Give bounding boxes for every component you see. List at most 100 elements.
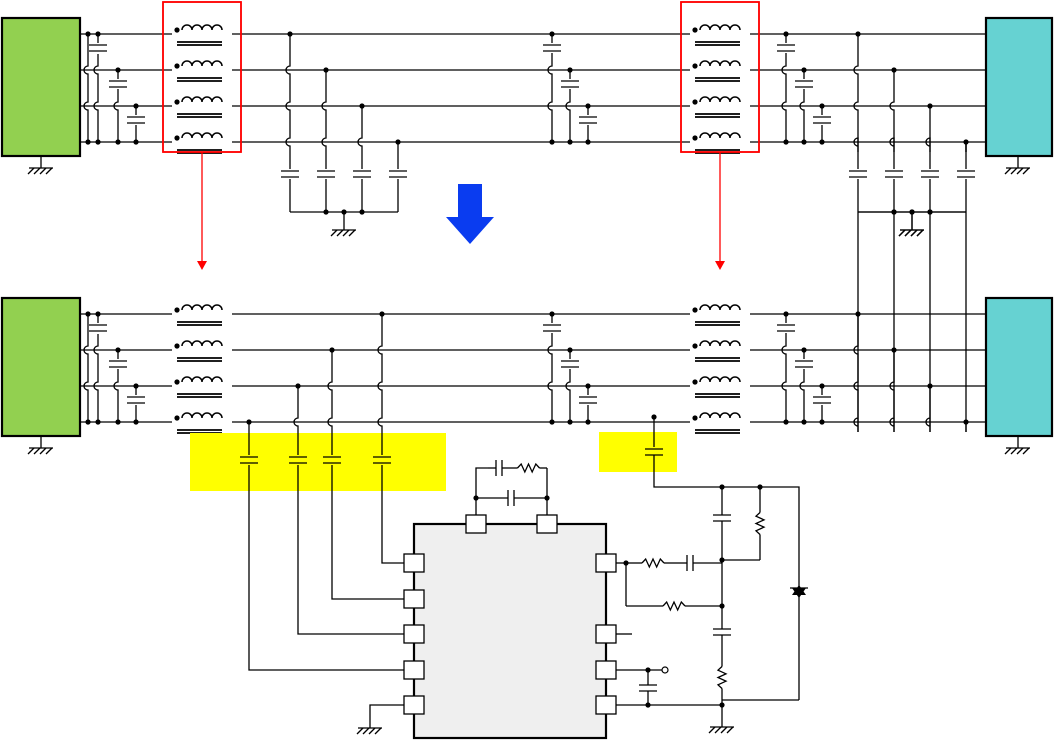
junction-dot (891, 67, 897, 73)
junction-dot (783, 31, 789, 37)
ground-icon (356, 727, 382, 735)
inductor-icon (692, 60, 741, 82)
junction-dot (855, 31, 861, 37)
polarity-dot (692, 415, 698, 421)
polarity-dot (174, 379, 180, 385)
wire-hop (377, 314, 383, 500)
wire (327, 350, 333, 500)
wire-hop (853, 34, 859, 152)
inductor-icon (692, 340, 741, 362)
ic-pin-left (403, 695, 425, 715)
ic-pin-right (595, 553, 617, 573)
inductor-coil (181, 376, 223, 383)
wire (925, 212, 931, 432)
wire-hop (93, 34, 99, 142)
ground-icon (898, 222, 924, 237)
polarity-dot (692, 343, 698, 349)
ground-hatch (362, 727, 370, 735)
junction-dot (783, 139, 789, 145)
wire (889, 137, 895, 212)
polarity-dot (174, 135, 180, 141)
junction-dot (645, 702, 651, 708)
wire (113, 70, 119, 142)
inductor-icon (174, 376, 223, 398)
wire-hop (285, 34, 291, 212)
junction-dot (819, 139, 825, 145)
resistor-icon (626, 600, 722, 612)
inductor-icon (174, 60, 223, 82)
ground-icon (27, 436, 53, 455)
junction-dot (567, 67, 573, 73)
inductor-coil (699, 376, 741, 383)
wire (799, 350, 805, 422)
cap-mask (812, 115, 832, 125)
ground-hatch (1016, 447, 1024, 455)
cap-mask (239, 455, 259, 465)
inductor-icon (692, 24, 741, 46)
wire (853, 137, 859, 212)
ground-hatch (708, 726, 716, 734)
inductor-coil (699, 24, 741, 31)
junction-dot (819, 383, 825, 389)
wire-hop (93, 314, 99, 422)
inductor-icon (692, 304, 741, 326)
load-block (984, 296, 1054, 438)
wire (377, 314, 383, 500)
wire-hop (799, 70, 805, 142)
cap-mask (578, 395, 598, 405)
cap-mask (644, 447, 664, 457)
polarity-dot (692, 379, 698, 385)
resistor-icon (716, 655, 728, 700)
cap-mask (108, 359, 128, 369)
junction-dot (801, 139, 807, 145)
polarity-dot (174, 27, 180, 33)
ic-pin-left (403, 553, 425, 573)
wire-hop (799, 350, 805, 422)
open-terminal (661, 666, 669, 674)
wire-hop (925, 212, 931, 432)
junction-dot (801, 67, 807, 73)
ground-hatch (726, 726, 734, 734)
ic-pin-top (465, 514, 487, 534)
wire-hop (925, 137, 931, 212)
ground-icon (1004, 436, 1030, 455)
ground-icon (1004, 156, 1030, 175)
junction-dot (133, 139, 139, 145)
arrow-red-head (197, 261, 207, 270)
polarity-dot (692, 99, 698, 105)
ground-hatch (1022, 167, 1030, 175)
ground-hatch (714, 726, 722, 734)
cap-mask (920, 169, 940, 179)
cap-mask (794, 359, 814, 369)
ic-pin-left (403, 660, 425, 680)
down-arrow-icon (446, 184, 494, 244)
wire (331, 500, 404, 600)
wire (781, 314, 787, 422)
capacitor-icon (713, 487, 731, 560)
wire-hop (83, 314, 89, 422)
junction-dot (549, 311, 555, 317)
cap-mask (560, 359, 580, 369)
wire (83, 314, 89, 422)
wire (321, 70, 327, 212)
wire (93, 34, 99, 142)
ic-pin-left (403, 624, 425, 644)
ic-pin-top (536, 514, 558, 534)
top-circuit (0, 1, 1054, 237)
junction-dot (95, 419, 101, 425)
inductor-icon (174, 96, 223, 118)
ground-hatch (1022, 447, 1030, 455)
ground-icon (27, 156, 53, 175)
polarity-dot (174, 99, 180, 105)
polarity-dot (692, 63, 698, 69)
ground-hatch (45, 447, 53, 455)
inductor-coil (699, 96, 741, 103)
inductor-icon (174, 412, 223, 434)
res-zigzag (716, 666, 728, 689)
shaded-region-right (599, 432, 677, 472)
wire (565, 70, 571, 142)
ground-hatch (368, 727, 376, 735)
cap-mask (776, 323, 796, 333)
wire (853, 34, 859, 152)
